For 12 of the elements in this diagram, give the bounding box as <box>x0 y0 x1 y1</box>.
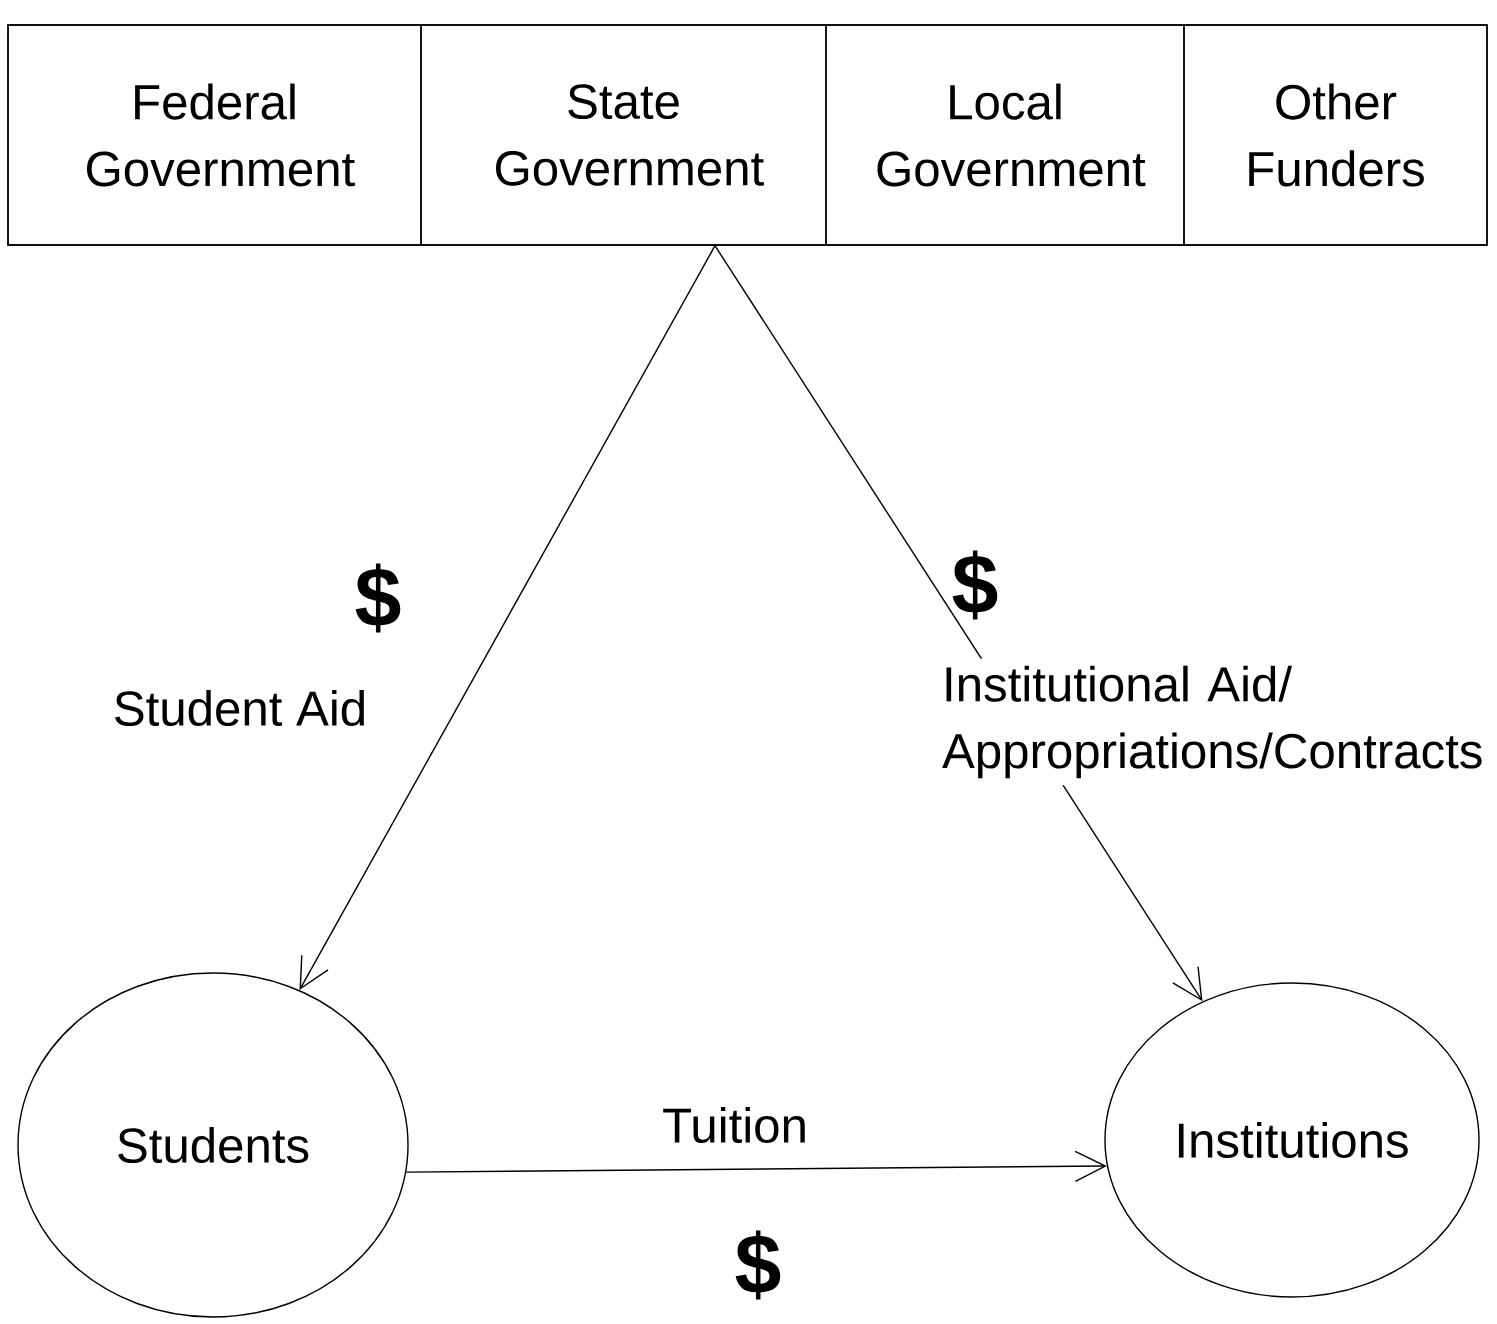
edge-label: Tuition <box>655 1099 815 1151</box>
funder-cell: State Government <box>420 24 827 246</box>
dollar-sign: $ <box>952 550 998 620</box>
arrow <box>405 1150 1107 1182</box>
funder-cell: Federal Government <box>7 24 422 246</box>
funder-cell: Other Funders <box>1183 24 1488 246</box>
edge-label: Institutional Aid/ Appropriations/Contracts <box>935 658 1497 786</box>
funder-cell: Local Government <box>825 24 1185 246</box>
dollar-sign: $ <box>735 1230 781 1300</box>
arrow <box>299 245 716 991</box>
dollar-sign: $ <box>355 563 401 633</box>
edge-label: Student Aid <box>105 682 375 734</box>
